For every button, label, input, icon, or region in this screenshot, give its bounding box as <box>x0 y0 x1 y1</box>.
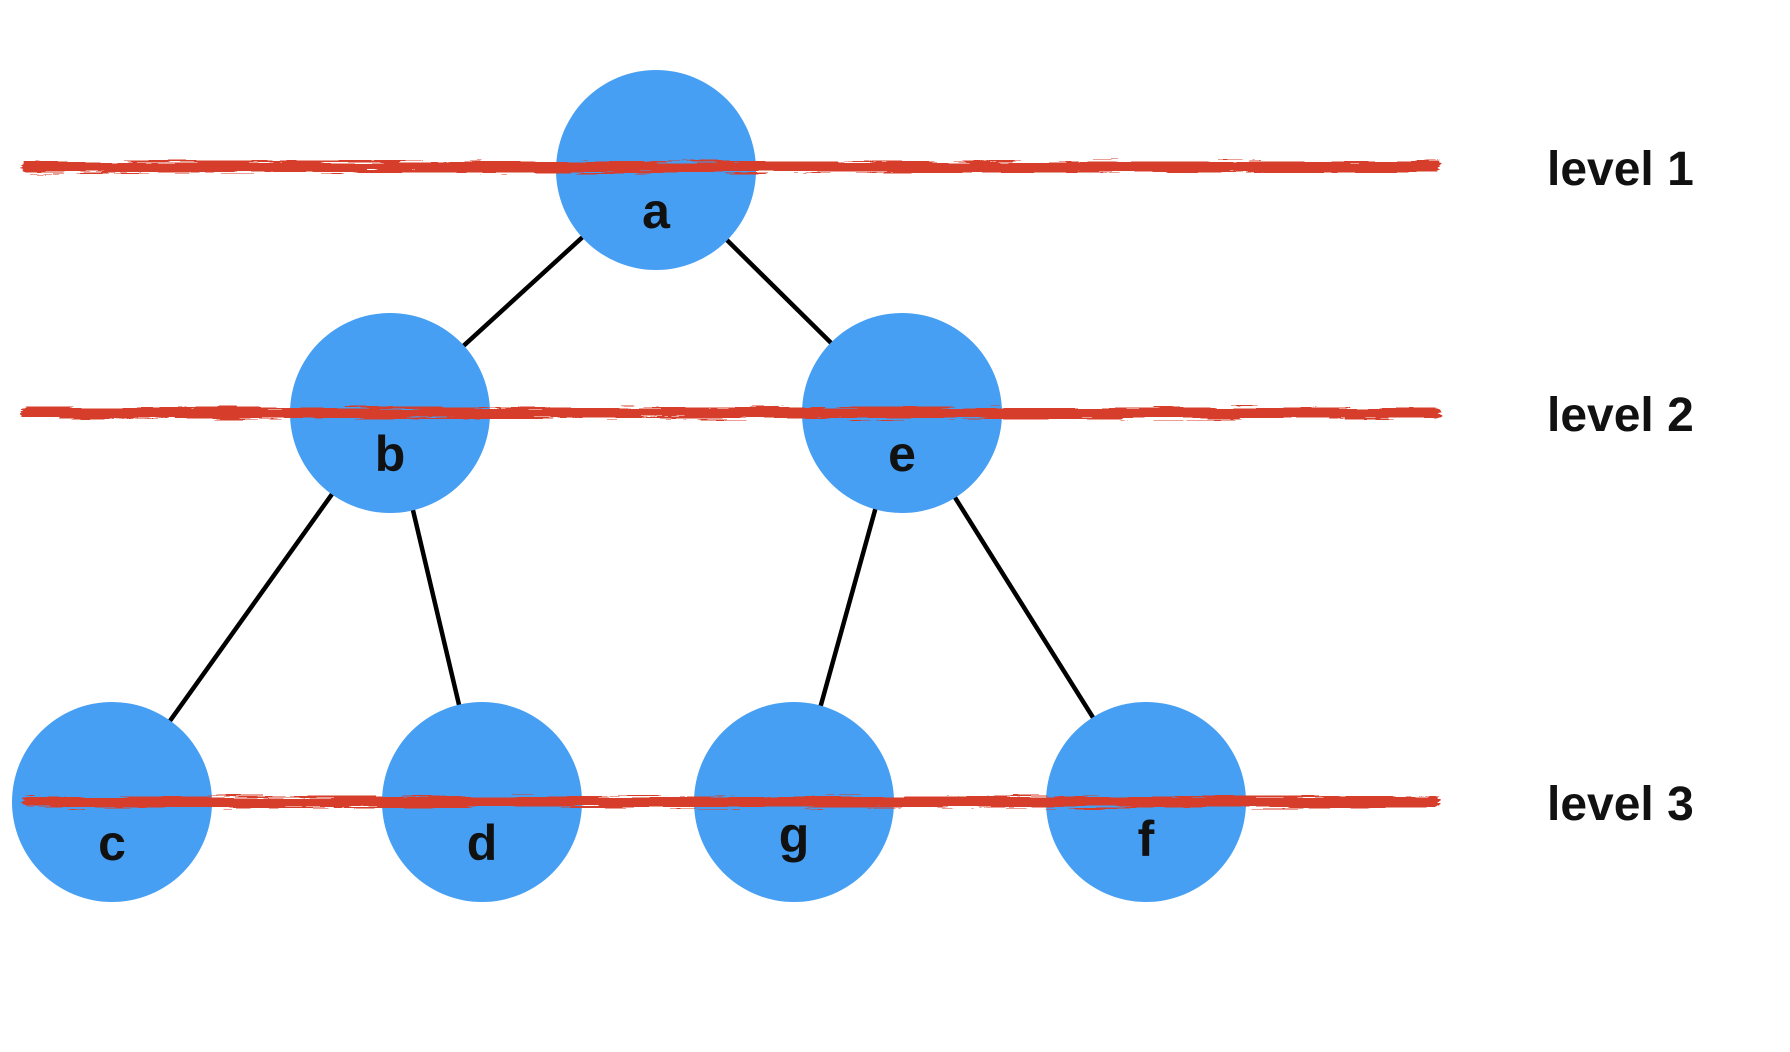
level-1-label: level 1 <box>1547 143 1694 196</box>
node-a-label: a <box>642 183 671 239</box>
node-g-label: g <box>779 807 810 863</box>
level-1-line <box>22 161 1440 173</box>
tree-nodes <box>12 70 1246 902</box>
node-e-label: e <box>888 426 916 482</box>
node-f-label: f <box>1138 811 1155 867</box>
node-c-label: c <box>98 815 126 871</box>
node-d-label: d <box>467 815 498 871</box>
level-3-label: level 3 <box>1547 778 1694 831</box>
level-2-label: level 2 <box>1547 389 1694 442</box>
node-b-label: b <box>375 426 406 482</box>
level-lines <box>22 161 1440 808</box>
level-labels: level 1 level 2 level 3 <box>1547 143 1694 831</box>
level-2-line <box>22 407 1440 419</box>
level-3-line <box>22 796 1440 808</box>
node-labels: a b e c d g f <box>98 183 1155 871</box>
